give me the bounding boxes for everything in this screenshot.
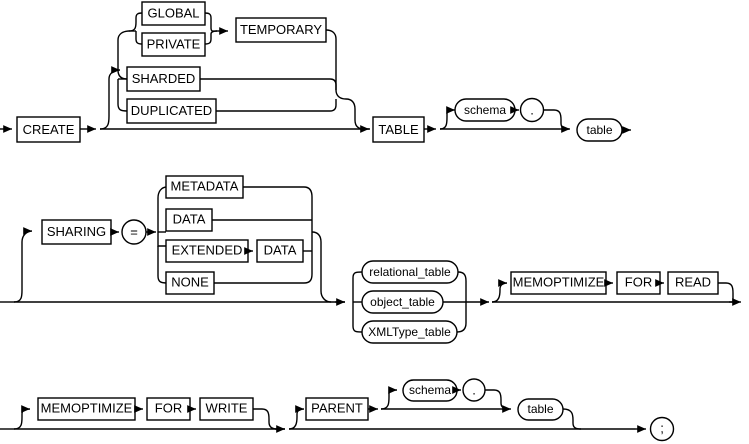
wire-rail-duplicated (117, 79, 128, 112)
wire-metadata-out (243, 186, 313, 232)
duplicated-label: DUPLICATED (131, 103, 212, 118)
wire-rail-metadata (157, 186, 168, 232)
relational-table-group[interactable]: relational_table (361, 260, 459, 284)
wire-to-schema (439, 106, 456, 130)
wire-global-out (204, 12, 218, 32)
memoptimize-read-label: MEMOPTIMIZE (513, 275, 605, 290)
metadata-label: METADATA (171, 179, 239, 194)
temporary-box[interactable] (235, 17, 327, 43)
wire-private-in (135, 31, 143, 45)
wire-rail-to-temp-group (117, 30, 130, 80)
wire-xmltype-out (456, 302, 467, 333)
equals-circle-group[interactable]: = (121, 219, 147, 245)
global-label: GLOBAL (147, 6, 199, 21)
xmltype-table-group[interactable]: XMLType_table (361, 320, 458, 344)
xmltype-table-label: XMLType_table (368, 325, 451, 339)
dot-label: . (530, 102, 534, 117)
row-1-group: CREATE GLOBAL PRIVATE TEMPORARY SHARDED (0, 1, 631, 143)
wire-to-memoptimize-read (491, 279, 508, 303)
wire-up-to-memoptwrite (13, 405, 31, 430)
row-3-group: MEMOPTIMIZE FOR WRITE PARENT schema . (0, 378, 675, 442)
wire-dot-out (543, 109, 570, 130)
row-2-group: SHARING = METADATA DATA EXTENDED DATA NO… (0, 175, 741, 344)
extended-data-label: DATA (264, 243, 297, 258)
none-label: NONE (171, 275, 209, 290)
wire-read-out (718, 282, 734, 302)
schema-label: schema (464, 103, 506, 117)
schema-oval-group[interactable]: schema (454, 98, 516, 122)
wire-sharded-out (200, 78, 337, 90)
private-label: PRIVATE (147, 37, 201, 52)
parent-table-group[interactable]: table (517, 398, 564, 421)
relational-table-label: relational_table (369, 265, 451, 279)
wire-rail-relational (352, 271, 363, 302)
temporary-label: TEMPORARY (240, 22, 322, 37)
wire-parent-dot-out (485, 389, 510, 410)
wire-duplicated-out (216, 99, 337, 112)
wire-temporary-out (325, 29, 347, 100)
wire-up-to-sharing (13, 227, 33, 303)
wire-relational-out (457, 271, 467, 302)
wire-rail-extended (157, 232, 166, 247)
object-table-group[interactable]: object_table (361, 290, 444, 314)
extended-label: EXTENDED (172, 243, 243, 258)
equals-label: = (130, 224, 138, 239)
for-read-label: FOR (625, 275, 652, 290)
wire-none-out (214, 232, 313, 284)
sharing-label: SHARING (47, 224, 106, 239)
table-variable-group[interactable]: table (576, 118, 623, 142)
create-label: CREATE (23, 122, 75, 137)
wire-write-out (253, 408, 278, 430)
sharded-label: SHARDED (132, 71, 196, 86)
wire-rail-none (157, 246, 168, 284)
semicolon-label: ; (660, 420, 664, 435)
wire-to-parent (288, 405, 305, 430)
parent-table-label: table (527, 402, 553, 416)
write-label: WRITE (206, 401, 248, 416)
dot-circle-group[interactable]: . (519, 97, 545, 123)
read-label: READ (675, 275, 711, 290)
wire-up-to-options (99, 66, 121, 130)
semicolon-circle (649, 416, 675, 442)
table-keyword-label: TABLE (378, 122, 419, 137)
for-write-label: FOR (155, 401, 182, 416)
parent-label: PARENT (311, 401, 363, 416)
wire-options-merge (345, 98, 365, 130)
semicolon-group[interactable]: ; (649, 416, 675, 442)
object-table-label: object_table (370, 295, 435, 309)
table-variable-label: table (586, 123, 612, 137)
parent-schema-group[interactable]: schema (402, 379, 458, 402)
table-keyword-box[interactable] (372, 116, 425, 143)
wire-private-out (204, 30, 218, 45)
parent-dot-group[interactable]: . (462, 378, 486, 402)
memoptimize-write-label: MEMOPTIMIZE (41, 401, 133, 416)
data-label: DATA (173, 212, 206, 227)
wire-global-in (128, 12, 143, 32)
wire-rail-xmltype (352, 302, 363, 333)
wire-sharing-merge-down (311, 231, 332, 303)
wire-parent-table-out (562, 408, 582, 430)
wire-to-parent-schema (380, 386, 398, 410)
parent-dot-label: . (472, 382, 476, 397)
parent-schema-label: schema (409, 383, 451, 397)
